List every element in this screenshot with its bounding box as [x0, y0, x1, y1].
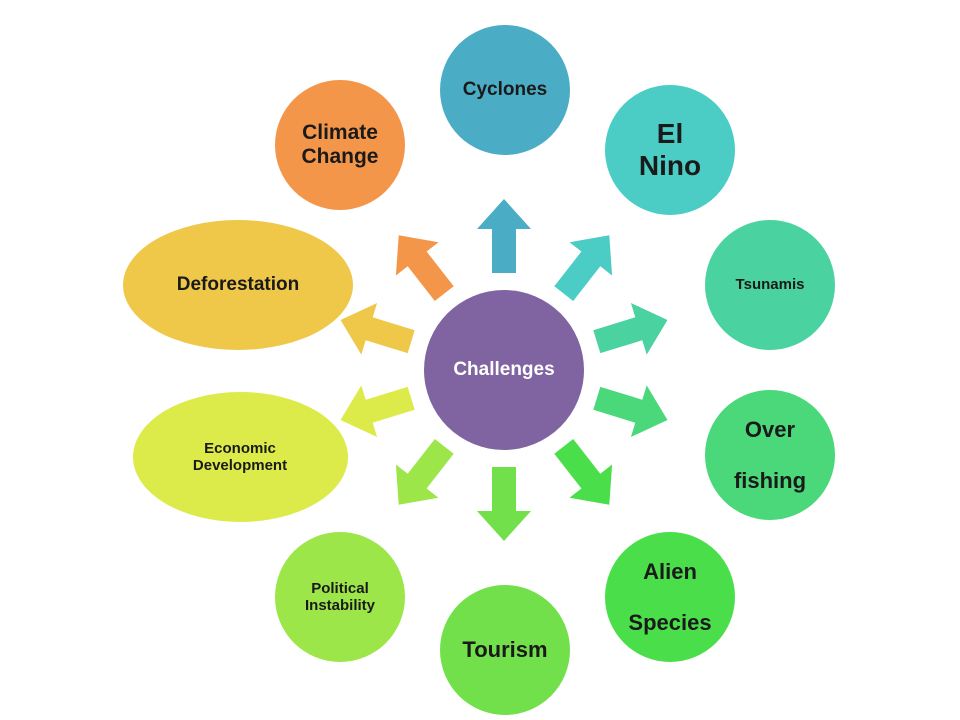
node-alien-species: Alien Species [605, 532, 735, 662]
node-political-instability: Political Instability [275, 532, 405, 662]
arrow-to-el-nino [554, 235, 613, 301]
node-label-deforestation: Deforestation [176, 274, 300, 296]
node-cyclones: Cyclones [440, 25, 570, 155]
node-tsunamis: Tsunamis [705, 220, 835, 350]
arrow-to-tourism [477, 467, 531, 541]
node-economic-development: Economic Development [132, 392, 348, 522]
node-label-tsunamis: Tsunamis [735, 276, 805, 294]
node-label-el-nino: El Nino [638, 117, 702, 181]
node-deforestation: Deforestation [123, 220, 353, 350]
node-tourism: Tourism [440, 585, 570, 715]
node-over-fishing: Over fishing [705, 390, 835, 520]
arrow-to-economic-development [340, 385, 415, 437]
node-label-climate-change: Climate Change [301, 120, 379, 168]
node-climate-change: Climate Change [275, 80, 405, 210]
center-challenges: Challenges [424, 290, 584, 450]
arrow-to-cyclones [477, 199, 531, 273]
arrow-to-tsunamis [593, 303, 668, 355]
node-label-tourism: Tourism [462, 637, 548, 663]
node-label-cyclones: Cyclones [462, 79, 548, 101]
node-label-over-fishing: Over fishing [733, 417, 807, 493]
center-label: Challenges [453, 359, 555, 380]
node-label-economic-development: Economic Development [192, 439, 288, 474]
node-label-political-instability: Political Instability [304, 579, 375, 614]
arrow-to-over-fishing [593, 385, 668, 437]
arrow-to-political-instability [395, 439, 454, 505]
arrow-to-climate-change [395, 235, 454, 301]
arrow-to-alien-species [554, 439, 613, 505]
arrow-to-deforestation [340, 303, 415, 355]
node-el-nino: El Nino [605, 85, 735, 215]
node-label-alien-species: Alien Species [628, 559, 712, 635]
